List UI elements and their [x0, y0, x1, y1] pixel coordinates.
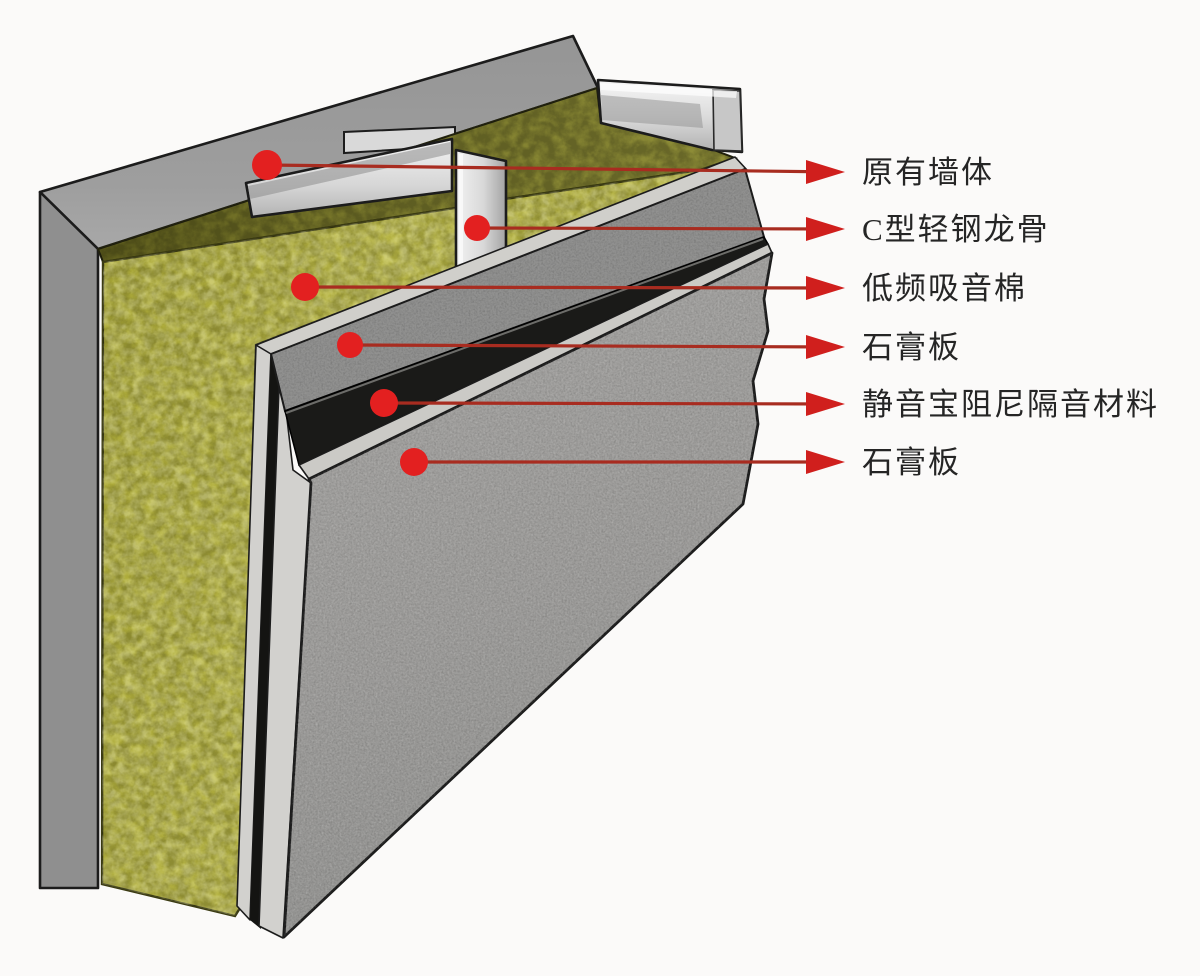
- outer-gypsum-texture-light: [284, 253, 772, 937]
- damping-top-highlight: [285, 238, 764, 414]
- steel-runner-shadow: [248, 142, 450, 199]
- arrowhead-icon: [806, 392, 845, 416]
- callout-dot: [291, 273, 319, 301]
- callout-dot: [252, 150, 282, 180]
- steel-channel-shadow: [601, 95, 703, 128]
- steel-channel-top-highlight: [600, 83, 737, 98]
- leader-line: [265, 163, 840, 174]
- callout-dot: [464, 215, 490, 241]
- arrowhead-icon: [806, 335, 845, 359]
- label-original-wall: 原有墙体: [862, 155, 994, 190]
- leader-line: [348, 343, 840, 349]
- rockwool-front-texture-light: [102, 161, 728, 916]
- leader-line: [303, 285, 840, 290]
- label-c-steel-stud: C型轻钢龙骨: [862, 212, 1050, 247]
- label-gypsum-board-outer: 石膏板: [862, 445, 961, 480]
- outer-gypsum-board: [282, 243, 774, 939]
- steel-channel-end-cap: [712, 89, 743, 152]
- steel-channel-top-right: [596, 78, 744, 154]
- damping-edge-strip: [250, 353, 280, 929]
- arrowhead-icon: [806, 450, 845, 474]
- section-edge-strips: [236, 344, 312, 939]
- label-gypsum-board-inner: 石膏板: [862, 330, 961, 365]
- callout-dot: [337, 332, 363, 358]
- steel-runner: [244, 137, 454, 219]
- label-low-freq-absorber: 低频吸音棉: [862, 271, 1027, 306]
- original-wall-left-edge: [38, 190, 100, 890]
- arrowhead-icon: [806, 276, 845, 300]
- leader-line: [475, 226, 840, 231]
- leader-line: [382, 401, 840, 406]
- arrowhead-icon: [806, 217, 845, 241]
- callouts: 原有墙体 C型轻钢龙骨 低频吸音棉 石膏板 静音宝阻尼隔音材料 石膏板: [252, 150, 1159, 480]
- label-damping-material: 静音宝阻尼隔音材料: [862, 387, 1159, 422]
- callout-dot: [400, 448, 428, 476]
- arrowhead-icon: [806, 160, 845, 184]
- callout-dot: [370, 389, 398, 417]
